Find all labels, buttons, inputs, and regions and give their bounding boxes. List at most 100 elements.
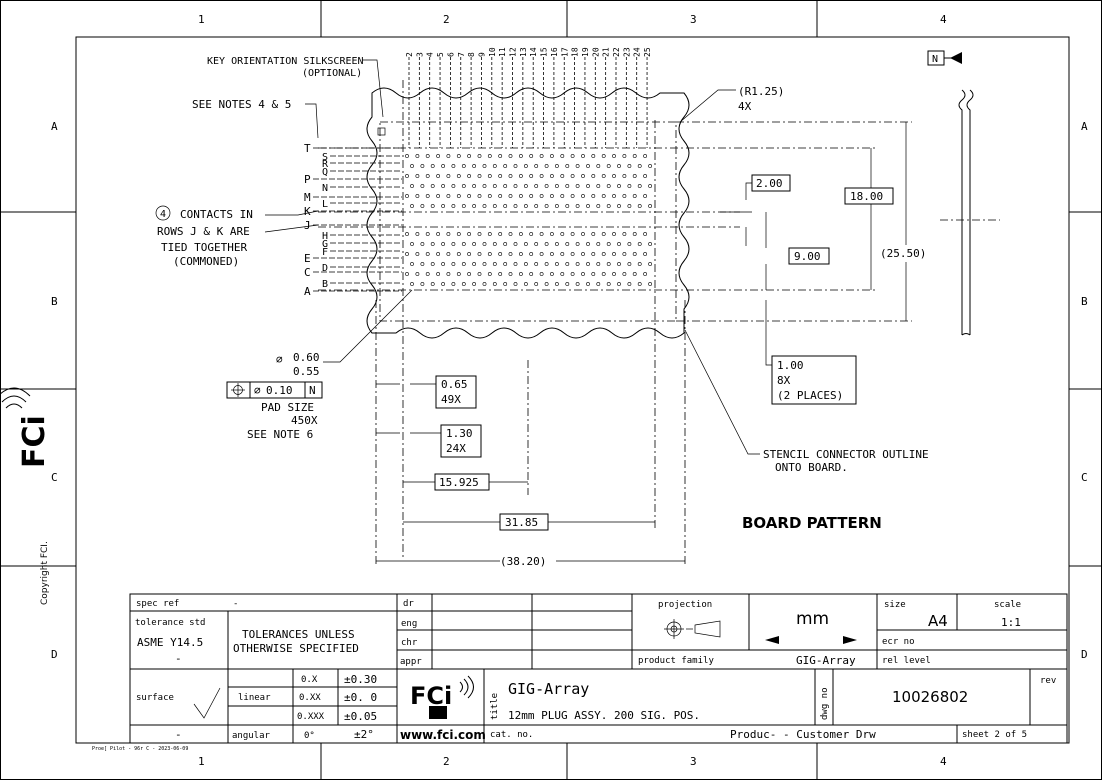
pad [405,154,409,158]
tol-std-value: ASME Y14.5 [137,636,203,649]
pad [637,204,642,208]
product-family-value: GIG-Array [796,654,856,667]
pin-number-label: 9 [477,52,486,57]
row-letter-right: F [322,247,328,258]
pad [456,232,461,236]
dim-38-20-text: (38.20) [500,555,546,568]
dim-2-00 [720,174,791,246]
pad [529,272,534,276]
pad [461,184,466,188]
pad [410,204,414,208]
pad [467,154,472,158]
pad [617,164,621,168]
pad [446,194,451,198]
pad [519,232,523,236]
tol-datum: N [309,384,316,397]
tol-unless-2: OTHERWISE SPECIFIED [233,642,359,655]
pad [637,282,642,286]
pad [425,194,430,198]
title-line-2: 12mm PLUG ASSY. 200 SIG. POS. [508,709,700,722]
pad [586,184,590,188]
stencil-leader [684,329,760,455]
tol-row-0-key: 0.X [301,675,318,685]
pad [405,252,409,256]
pad [648,184,653,188]
pad [477,154,482,158]
pin-number-label: 8 [467,52,476,57]
pad [601,252,606,256]
pad [498,174,503,178]
pad [581,252,585,256]
pad [612,194,616,198]
pad [565,204,570,208]
pad [436,154,441,158]
pad [425,272,430,276]
see-notes-leader [305,103,319,139]
pad [612,154,616,158]
units-value: mm [796,609,829,629]
pad [617,242,621,246]
pad [498,252,503,256]
pad [601,174,606,178]
pad [565,184,570,188]
pad [508,154,513,158]
pad [627,204,632,208]
pad [456,174,461,178]
pad [519,194,523,198]
pad [575,184,580,188]
pin-number-label: 21 [602,47,611,57]
size-label: size [884,600,906,610]
col-label-4: 4 [940,13,947,26]
pad [612,174,616,178]
view-flag-label: N [932,54,938,65]
pad [472,204,477,208]
board-pattern-title: BOARD PATTERN [742,514,882,532]
pad [643,252,648,256]
projection-symbol-icon [664,619,721,639]
pad [581,194,585,198]
pad [570,174,575,178]
pad [637,164,642,168]
pad [601,154,606,158]
pad [529,194,534,198]
pad [565,262,570,266]
pad [508,174,513,178]
surface-dash: - [175,728,182,741]
fci-logo-text: FCi [410,682,452,710]
pad [477,194,482,198]
pad [643,272,648,276]
pad [451,282,456,286]
pad [570,154,575,158]
pad [513,204,518,208]
pad [555,164,559,168]
pad [606,184,611,188]
row-label-b: B [51,295,58,308]
break-outline [366,87,690,339]
pad [503,242,508,246]
pad [524,262,528,266]
pad [498,194,503,198]
pad [410,242,414,246]
cat-no-label: cat. no. [490,730,533,740]
pad [482,262,487,266]
dr-label: dr [403,599,414,609]
pad [451,262,456,266]
note-contacts-4: (COMMONED) [173,255,239,268]
pad [555,262,559,266]
pad [441,242,446,246]
pad [513,242,518,246]
angular-label: angular [232,731,271,741]
tol-row-0-val: ±0.30 [344,673,377,686]
pad [498,272,503,276]
pad [425,252,430,256]
pad [420,204,425,208]
pad [539,252,544,256]
pad [581,154,585,158]
pad [648,164,653,168]
pad [492,262,497,266]
tol-row-1-key: 0.XX [299,693,321,703]
pad [617,262,621,266]
website: www.fci.com [400,728,486,742]
side-profile [940,89,1000,336]
pad [482,282,487,286]
